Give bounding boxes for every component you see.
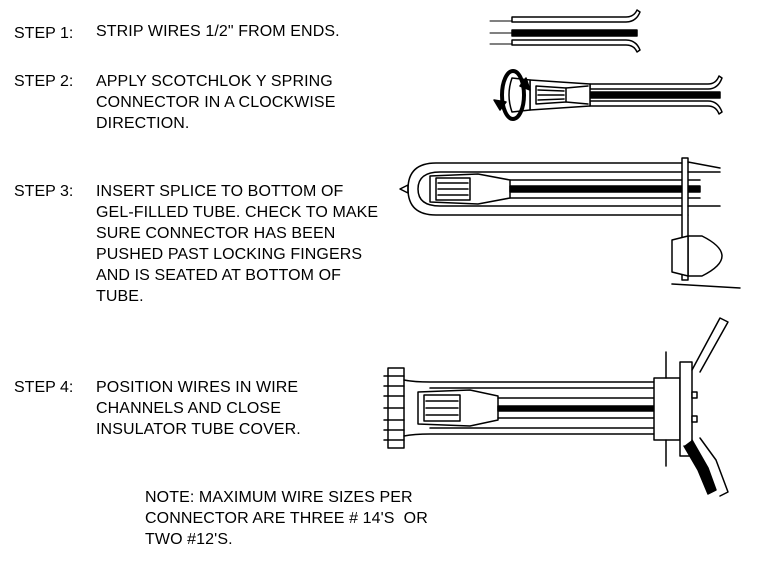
step-2-label: STEP 2: <box>14 73 74 90</box>
step-3-text-line-4: PUSHED PAST LOCKING FINGERS <box>96 246 363 263</box>
step-2-text-line-2: CONNECTOR IN A CLOCKWISE <box>96 94 336 111</box>
step-1-text-line-1: STRIP WIRES 1/2" FROM ENDS. <box>96 23 340 40</box>
step-4-text-line-2: CHANNELS AND CLOSE <box>96 400 281 417</box>
step-1-label: STEP 1: <box>14 25 74 42</box>
step-3-text-line-6: TUBE. <box>96 288 144 305</box>
step-2-text-line-1: APPLY SCOTCHLOK Y SPRING <box>96 73 333 90</box>
step-1-stripped-wires <box>489 9 641 53</box>
step-4-label: STEP 4: <box>14 379 74 396</box>
step-3-gel-filled-tube <box>399 157 741 289</box>
step-3-text-line-1: INSERT SPLICE TO BOTTOM OF <box>96 183 344 200</box>
step-3-text-line-2: GEL-FILLED TUBE. CHECK TO MAKE <box>96 204 379 221</box>
step-4-text-line-3: INSULATOR TUBE COVER. <box>96 421 301 438</box>
step-3-text-line-3: SURE CONNECTOR HAS BEEN <box>96 225 336 242</box>
step-3-text-line-5: AND IS SEATED AT BOTTOM OF <box>96 267 342 284</box>
step-4-text-line-1: POSITION WIRES IN WIRE <box>96 379 299 396</box>
step-3-label: STEP 3: <box>14 183 74 200</box>
step-2-text-line-3: DIRECTION. <box>96 115 190 132</box>
step-4-insulator-tube <box>383 317 729 497</box>
note-line-2: CONNECTOR ARE THREE # 14'S OR <box>145 510 428 527</box>
step-2-spring-connector <box>493 69 723 121</box>
note-line-3: TWO #12'S. <box>145 531 233 548</box>
note-line-1: NOTE: MAXIMUM WIRE SIZES PER <box>145 489 413 506</box>
